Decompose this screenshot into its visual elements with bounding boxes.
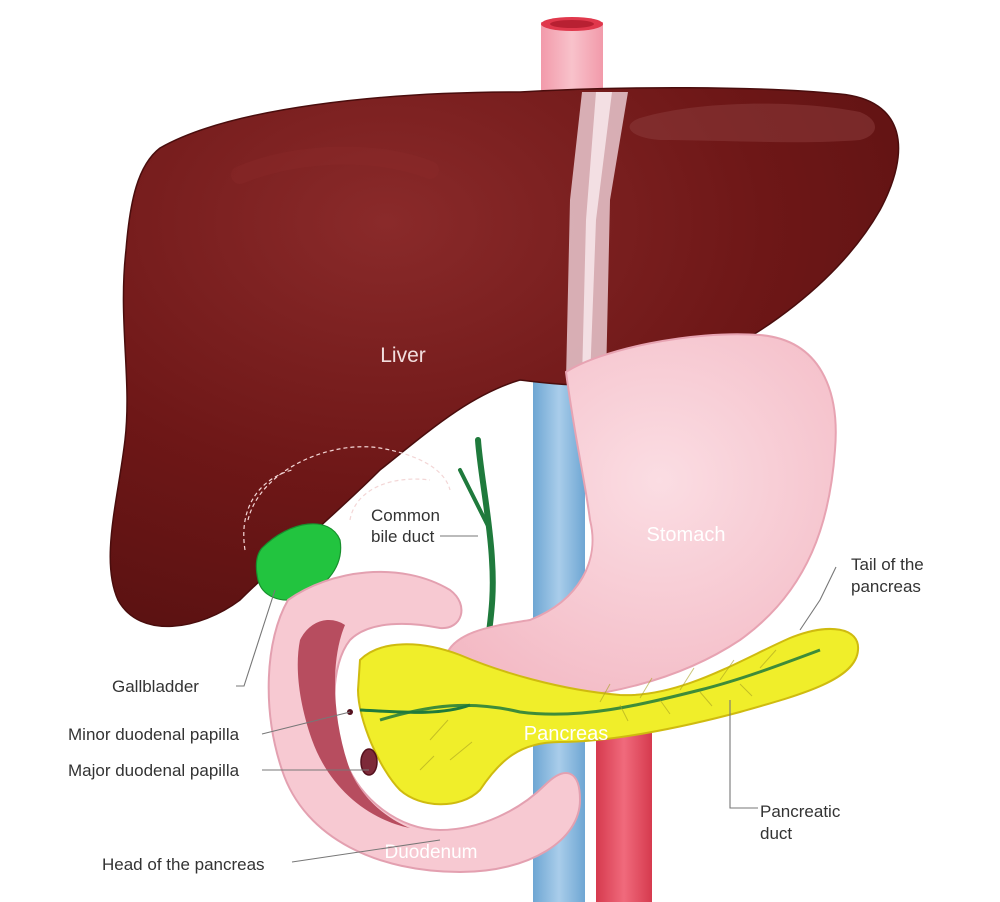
label-pancreatic-duct-line2: duct: [760, 824, 792, 843]
label-tail-line1: Tail of the: [851, 555, 924, 574]
duodenum: [267, 570, 582, 874]
label-common-bile-duct-line2: bile duct: [371, 527, 435, 546]
liver: [109, 86, 900, 628]
stomach: [443, 333, 837, 702]
leader-lines: [236, 535, 837, 863]
label-tail-line2: pancreas: [851, 577, 921, 596]
label-stomach: Stomach: [647, 524, 726, 546]
aorta-lower: [596, 720, 652, 902]
label-pancreas: Pancreas: [524, 723, 609, 745]
label-pancreatic-duct-line1: Pancreatic: [760, 802, 841, 821]
label-liver: Liver: [380, 344, 426, 367]
label-gallbladder: Gallbladder: [112, 677, 199, 696]
label-minor-duodenal-papilla: Minor duodenal papilla: [68, 725, 240, 744]
label-common-bile-duct: Common bile duct: [371, 506, 445, 546]
label-tail-of-pancreas: Tail of the pancreas: [851, 555, 929, 596]
label-duodenum: Duodenum: [385, 842, 478, 863]
esophagus: [566, 92, 628, 380]
label-common-bile-duct-line1: Common: [371, 506, 440, 525]
pancreas: [356, 627, 860, 806]
label-head-of-the-pancreas: Head of the pancreas: [102, 855, 265, 874]
label-major-duodenal-papilla: Major duodenal papilla: [68, 761, 240, 780]
common-bile-duct: [458, 437, 496, 643]
label-pancreatic-duct: Pancreatic duct: [760, 802, 845, 843]
